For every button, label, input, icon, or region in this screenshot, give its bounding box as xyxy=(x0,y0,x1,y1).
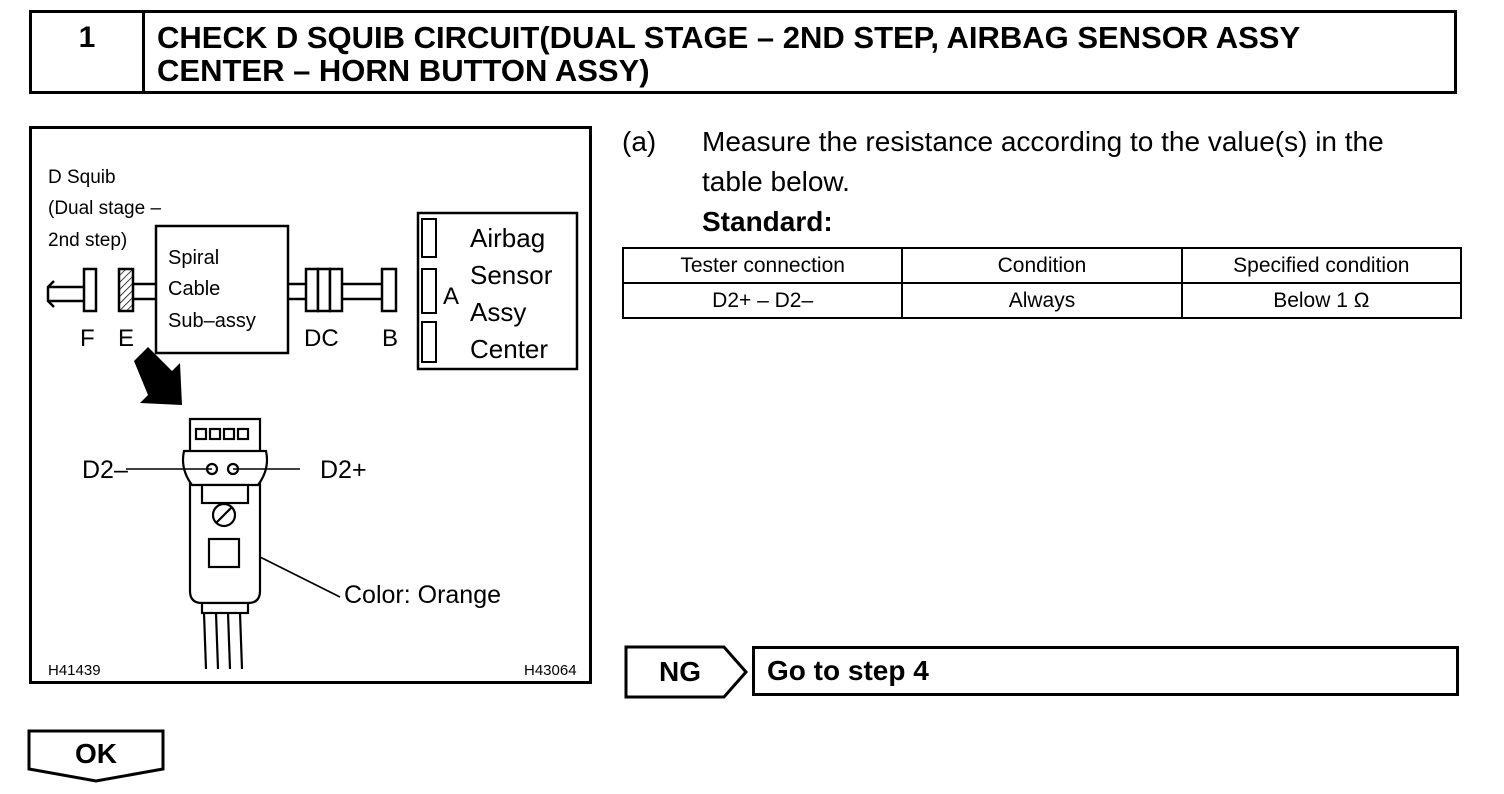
pointer-arrow-icon xyxy=(134,347,182,405)
label-sensor-2: Sensor xyxy=(470,260,553,290)
label-d-squib-3: 2nd step) xyxy=(48,230,127,251)
label-conn-a: A xyxy=(443,283,459,310)
connector-b xyxy=(380,267,398,313)
step-label: (a) xyxy=(622,126,657,157)
label-sensor-1: Airbag xyxy=(470,223,545,253)
connector-f xyxy=(46,267,98,313)
table-header-cell: Condition xyxy=(901,247,1183,284)
circuit-figure: D Squib (Dual stage – 2nd step) F E Spir… xyxy=(29,126,592,684)
figure-code-left: H41439 xyxy=(48,662,101,679)
step-instruction: (a) Measure the resistance according to … xyxy=(622,122,1464,242)
airbag-sensor-box xyxy=(416,211,579,371)
label-color: Color: Orange xyxy=(344,581,501,609)
step-text-line2: table below. xyxy=(702,166,850,197)
table-cell: Always xyxy=(901,282,1183,319)
label-d-squib-1: D Squib xyxy=(48,167,116,188)
step-title: CHECK D SQUIB CIRCUIT(DUAL STAGE – 2ND S… xyxy=(145,13,1454,91)
label-pin-plus: D2+ xyxy=(320,456,367,484)
color-leader xyxy=(259,556,341,598)
label-spiral-3: Sub–assy xyxy=(168,310,256,332)
step-title-line2: CENTER – HORN BUTTON ASSY) xyxy=(157,53,650,88)
table-row: D2+ – D2– Always Below 1 Ω xyxy=(621,282,1463,319)
table-header-row: Tester connection Condition Specified co… xyxy=(621,247,1463,284)
connector-dc xyxy=(288,267,382,313)
table-cell: Below 1 Ω xyxy=(1180,282,1463,319)
label-spiral-1: Spiral xyxy=(168,247,219,269)
sensor-slot-2 xyxy=(421,268,437,314)
sensor-slot-3 xyxy=(421,321,437,363)
ok-label: OK xyxy=(75,738,117,769)
label-conn-e: E xyxy=(118,325,134,352)
step-title-line1: CHECK D SQUIB CIRCUIT(DUAL STAGE – 2ND S… xyxy=(157,20,1301,55)
ng-result-box: NG xyxy=(624,645,748,699)
label-conn-b: B xyxy=(382,325,398,352)
squib-connector-detail xyxy=(181,417,269,670)
step-number: 1 xyxy=(32,13,145,91)
label-sensor-4: Center xyxy=(470,334,548,364)
label-spiral-2: Cable xyxy=(168,278,220,300)
ng-label: NG xyxy=(659,656,701,687)
spec-table: Tester connection Condition Specified co… xyxy=(621,247,1463,319)
table-cell: D2+ – D2– xyxy=(621,282,904,319)
sensor-slot-1 xyxy=(421,218,437,258)
label-d-squib-2: (Dual stage – xyxy=(48,198,161,219)
connector-e xyxy=(117,267,156,313)
label-sensor-3: Assy xyxy=(470,297,526,327)
ok-result-box: OK xyxy=(27,729,165,783)
spiral-cable-box xyxy=(154,224,290,355)
label-pin-minus: D2– xyxy=(82,456,128,484)
squib-circuit-diagram: D Squib (Dual stage – 2nd step) F E Spir… xyxy=(46,167,579,679)
goto-step-link[interactable]: Go to step 4 xyxy=(752,646,1459,696)
step-text-line1: Measure the resistance according to the … xyxy=(702,126,1384,157)
figure-code-right: H43064 xyxy=(524,662,577,679)
table-header-cell: Specified condition xyxy=(1180,247,1463,284)
label-conn-dc: DC xyxy=(304,325,339,352)
label-conn-f: F xyxy=(80,325,95,352)
standard-label: Standard: xyxy=(702,206,833,237)
step-header: 1 CHECK D SQUIB CIRCUIT(DUAL STAGE – 2ND… xyxy=(29,10,1457,94)
table-header-cell: Tester connection xyxy=(621,247,904,284)
